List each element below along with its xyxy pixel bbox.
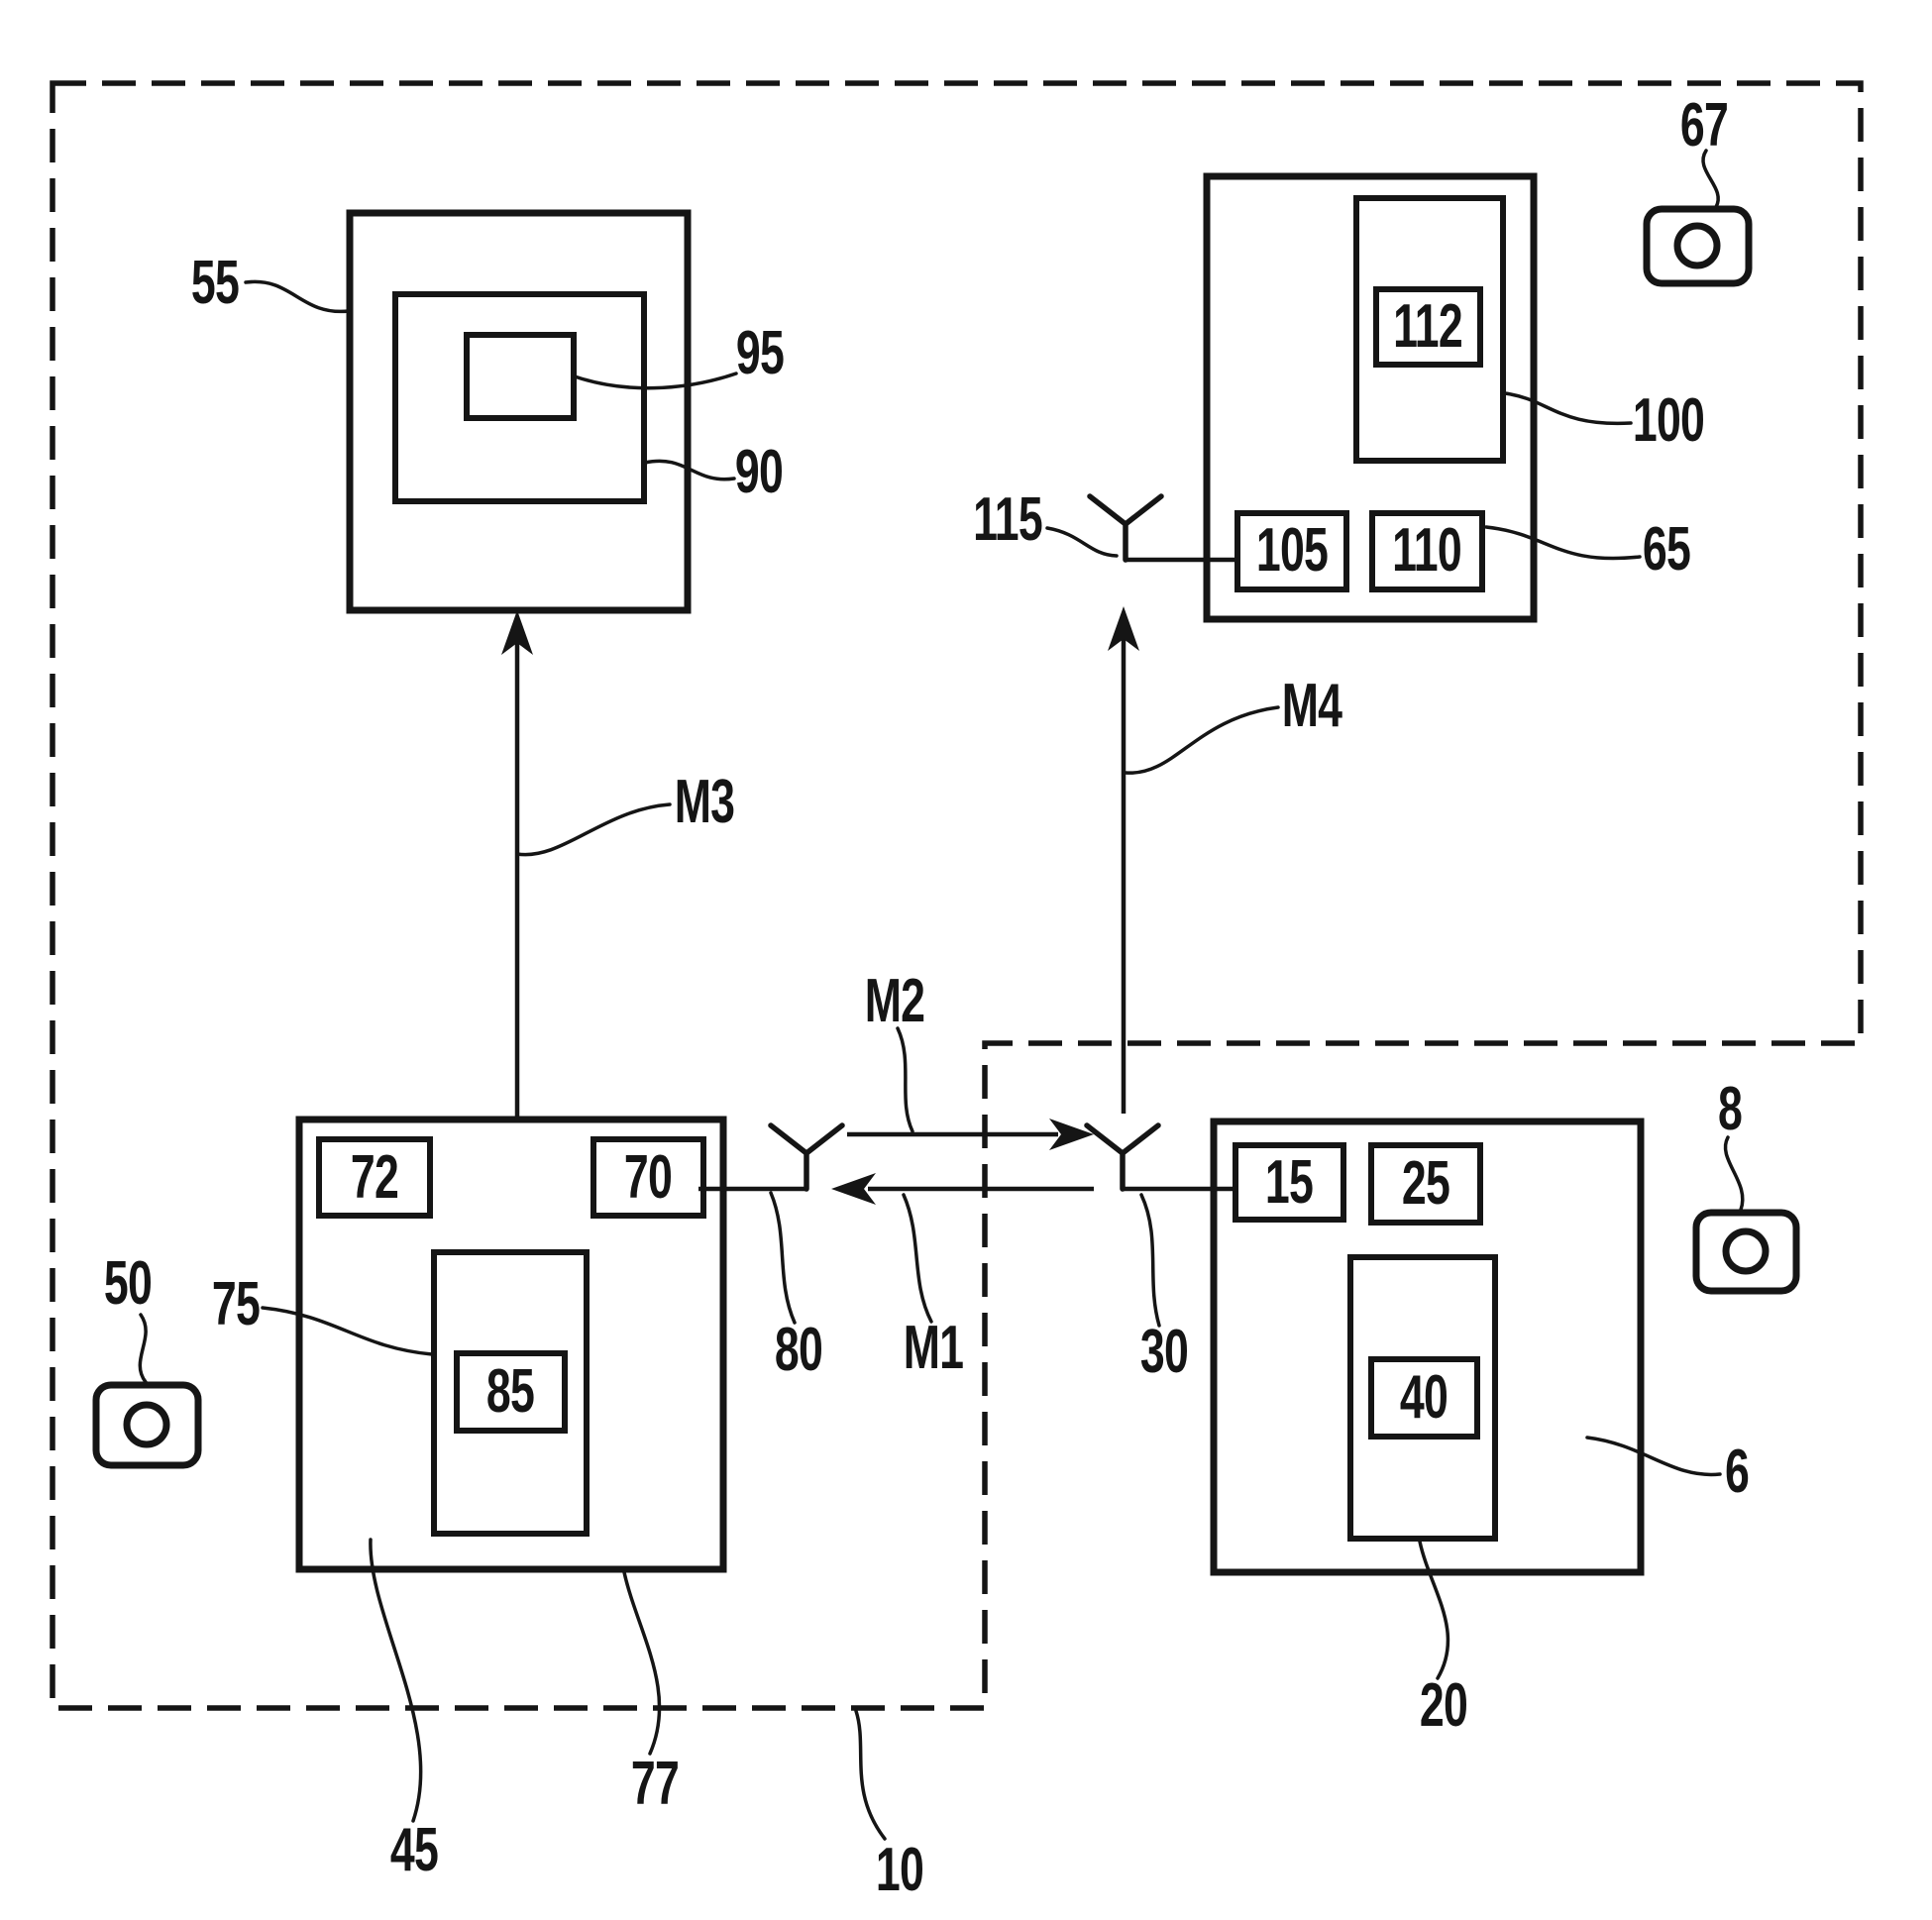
label-40: 40 [1399,1363,1449,1432]
box-110-module [1369,510,1485,592]
label-10: 10 [875,1836,924,1904]
label-m2: M2 [864,967,925,1035]
label-75: 75 [211,1270,261,1338]
antenna-115-icon [1087,493,1164,563]
leader-90 [643,459,736,481]
label-25: 25 [1401,1149,1450,1218]
leader-m1 [902,1193,933,1324]
arrow-m4-head [1108,606,1139,651]
button-50-dot-icon [123,1401,170,1448]
leader-20 [1418,1540,1450,1680]
label-65: 65 [1642,515,1691,584]
label-8: 8 [1717,1075,1743,1143]
label-50: 50 [103,1249,153,1318]
box-40-chip [1368,1356,1480,1440]
leader-50 [138,1313,148,1384]
label-77: 77 [630,1750,680,1818]
label-20: 20 [1419,1671,1468,1740]
leader-95 [573,372,738,390]
leader-30 [1139,1193,1161,1328]
box-95-window [464,332,577,421]
label-115: 115 [973,485,1043,554]
leader-m4 [1124,705,1280,775]
label-67: 67 [1679,91,1729,160]
antenna-30-icon [1084,1122,1161,1192]
leader-100 [1503,391,1633,426]
box-70-module [590,1136,706,1219]
leader-m3 [515,802,672,857]
label-72: 72 [350,1143,399,1212]
leader-80 [769,1191,797,1325]
leader-10 [854,1709,887,1841]
arrow-m2-head [1049,1119,1094,1150]
label-m4: M4 [1281,672,1342,740]
arrow-m1-head [831,1173,876,1205]
label-15: 15 [1264,1148,1314,1217]
box-72-module [316,1136,433,1219]
label-45: 45 [389,1816,439,1884]
label-90: 90 [734,438,784,506]
leader-115 [1045,526,1119,558]
leader-77 [622,1570,662,1756]
button-67-dot-icon [1673,222,1721,269]
arrow-m3-head [501,610,533,655]
label-55: 55 [190,249,240,317]
label-m3: M3 [674,768,735,836]
box-15-module [1233,1142,1346,1223]
leader-65 [1484,525,1642,561]
label-m1: M1 [903,1314,964,1382]
label-85: 85 [485,1357,535,1426]
leader-m2 [896,1026,914,1133]
label-112: 112 [1393,292,1463,361]
leader-6 [1585,1436,1722,1477]
button-8-dot-icon [1722,1227,1770,1275]
box-105-module [1234,510,1349,592]
antenna-80-icon [768,1122,845,1192]
leader-67 [1701,149,1720,209]
leader-55 [244,279,351,314]
label-105: 105 [1255,516,1329,585]
label-6: 6 [1724,1438,1750,1506]
label-80: 80 [774,1316,823,1384]
label-30: 30 [1139,1318,1189,1386]
label-70: 70 [623,1143,673,1212]
leader-8 [1723,1135,1745,1212]
box-112-chip [1373,286,1483,368]
label-100: 100 [1632,386,1705,455]
region-10-dashed-outline [50,80,1864,1711]
box-85-chip [454,1350,568,1434]
leader-45 [369,1538,423,1823]
box-25-module [1368,1142,1483,1226]
label-110: 110 [1392,516,1462,585]
label-95: 95 [735,319,785,387]
leader-75 [261,1306,434,1356]
